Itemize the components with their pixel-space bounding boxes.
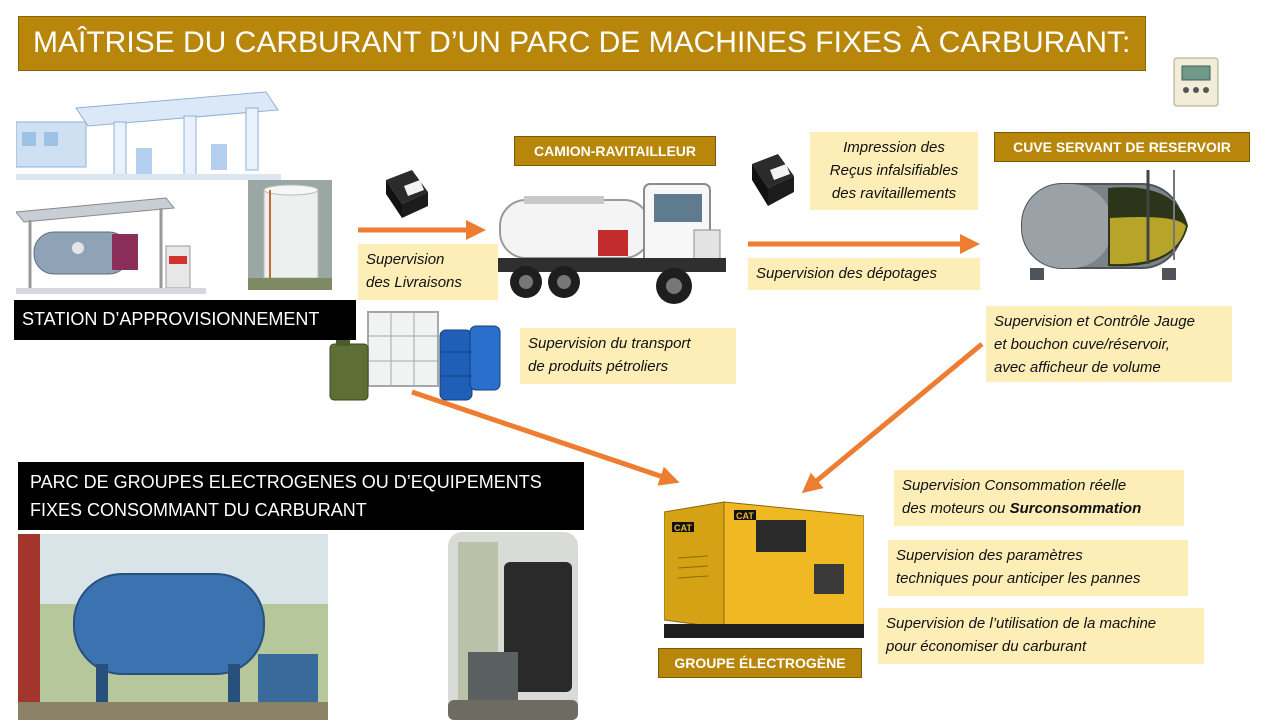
- parc-label: PARC DE GROUPES ELECTROGENES OU D’EQUIPE…: [18, 462, 584, 530]
- arrow-tank-to-generator: [801, 342, 984, 494]
- note-consommation: Supervision Consommation réelle des mote…: [894, 470, 1184, 526]
- storage-tower-icon: [248, 180, 332, 290]
- note-parametres: Supervision des paramètres techniques po…: [888, 540, 1188, 596]
- cuve-label: CUVE SERVANT DE RESERVOIR: [994, 132, 1250, 162]
- arrow-drums-to-generator: [411, 389, 680, 486]
- groupe-label: GROUPE ÉLECTROGÈNE: [658, 648, 862, 678]
- note-utilisation: Supervision de l’utilisation de la machi…: [878, 608, 1204, 664]
- page-title: MAÎTRISE DU CARBURANT D’UN PARC DE MACHI…: [33, 26, 1131, 59]
- cutaway-tank-icon: [1021, 170, 1188, 280]
- jerrycan-icon: [329, 336, 369, 401]
- note-impression: Impression des Reçus infalsifiables des …: [810, 132, 978, 210]
- generator-brand: CAT: [674, 523, 692, 533]
- blue-tank-photo: [18, 534, 328, 720]
- printer-icon: [752, 154, 794, 206]
- generator-brand: CAT: [736, 511, 754, 521]
- camion-label: CAMION-RAVITAILLEUR: [514, 136, 716, 166]
- tanker-truck-icon: [494, 183, 726, 304]
- note-jauge: Supervision et Contrôle Jauge et bouchon…: [986, 306, 1232, 382]
- note-transport: Supervision du transport de produits pét…: [520, 328, 736, 384]
- printer-icon: [386, 170, 428, 218]
- fuel-tank-icon: [16, 197, 206, 294]
- note-depotages: Supervision des dépotages: [748, 258, 980, 290]
- fuel-containers-icon: [329, 311, 501, 401]
- note-livraisons: Supervision des Livraisons: [358, 244, 498, 300]
- fuel-meter-icon: [1173, 57, 1219, 107]
- title-bar: MAÎTRISE DU CARBURANT D’UN PARC DE MACHI…: [18, 16, 1146, 71]
- fuel-station-icon: [16, 91, 281, 180]
- black-tanks-photo: [448, 532, 578, 720]
- station-label: STATION D’APPROVISIONNEMENT: [14, 300, 356, 340]
- barrel-icon: [439, 325, 501, 401]
- generator-icon: CAT CAT: [664, 501, 864, 638]
